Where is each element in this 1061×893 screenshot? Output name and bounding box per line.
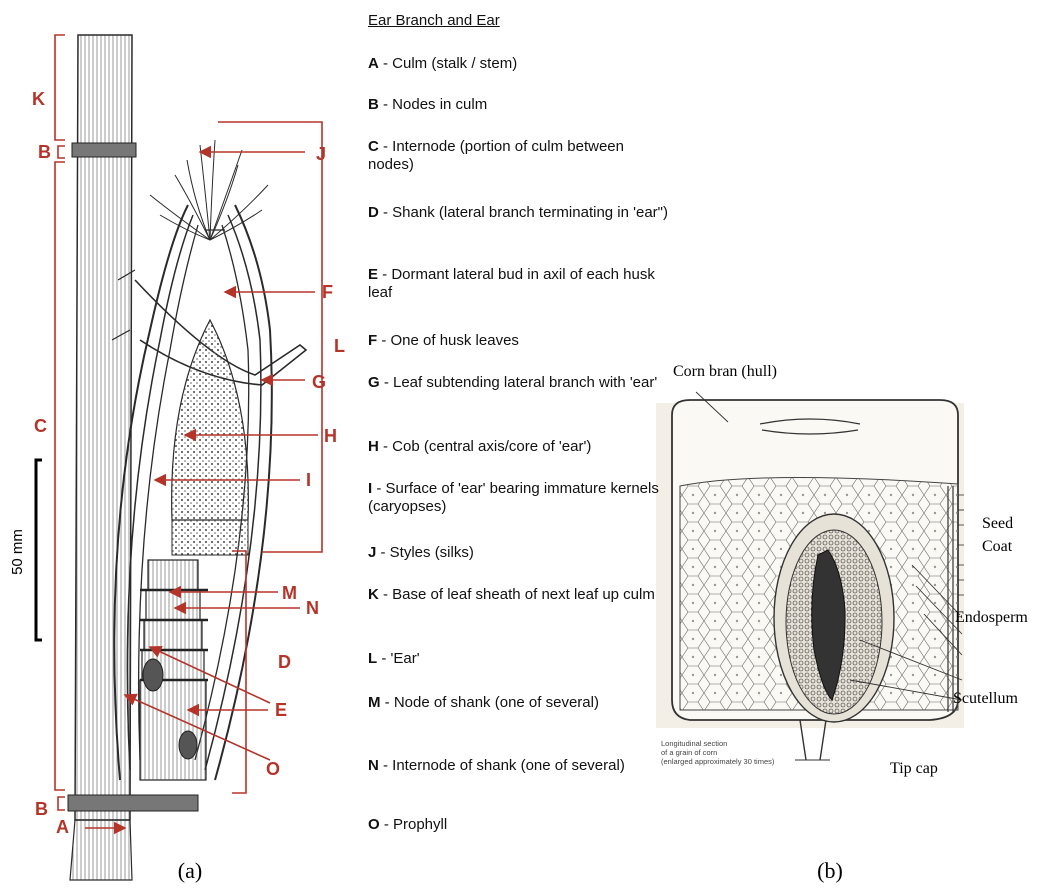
legend-key: C xyxy=(368,138,379,155)
legend-key: K xyxy=(368,586,379,603)
legend-text: - Styles (silks) xyxy=(376,544,474,561)
legend-item-L: L - 'Ear' xyxy=(368,650,668,668)
inset-caption-2: of a grain of corn xyxy=(661,748,717,757)
label-endosperm: Endosperm xyxy=(955,609,1028,626)
label-B-upper: B xyxy=(38,142,51,162)
cob xyxy=(172,320,249,520)
label-L: L xyxy=(334,336,345,356)
label-K: K xyxy=(32,89,45,109)
legend-text: - Internode (portion of culm between nod… xyxy=(368,138,624,173)
legend-item-G: G - Leaf subtending lateral branch with … xyxy=(368,374,668,392)
legend-key: M xyxy=(368,694,381,711)
legend-item-F: F - One of husk leaves xyxy=(368,332,668,350)
legend-key: E xyxy=(368,266,378,283)
legend-key: A xyxy=(368,55,379,72)
legend-item-I: I - Surface of 'ear' bearing immature ke… xyxy=(368,480,668,516)
inset-caption-3: (enlarged approximately 30 times) xyxy=(661,757,775,766)
legend-item-E: E - Dormant lateral bud in axil of each … xyxy=(368,266,668,302)
legend-item-H: H - Cob (central axis/core of 'ear') xyxy=(368,438,668,456)
dormant-bud-1 xyxy=(143,659,163,691)
label-O: O xyxy=(266,759,280,779)
legend-text: - Surface of 'ear' bearing immature kern… xyxy=(368,480,659,515)
label-G: G xyxy=(312,372,326,392)
legend-key: N xyxy=(368,757,379,774)
legend-key: B xyxy=(368,96,379,113)
silks xyxy=(150,140,268,240)
label-D: D xyxy=(278,652,291,672)
legend-key: G xyxy=(368,374,380,391)
label-C: C xyxy=(34,416,47,436)
legend-text: - Nodes in culm xyxy=(379,96,487,113)
dormant-bud-2 xyxy=(179,731,197,759)
scale-label: 50 mm xyxy=(9,529,26,575)
label-coat: Coat xyxy=(982,538,1013,555)
label-J: J xyxy=(316,144,326,164)
legend-item-D: D - Shank (lateral branch terminating in… xyxy=(368,204,668,222)
culm-node-upper xyxy=(72,143,136,157)
legend-text: - Culm (stalk / stem) xyxy=(379,55,517,72)
ear-branch-illustration: K B J F L G C H I M N D E O B A 50 mm (a… xyxy=(9,35,345,883)
inset-caption-1: Longitudinal section xyxy=(661,739,727,748)
label-N: N xyxy=(306,598,319,618)
legend-text: - Prophyll xyxy=(380,816,448,833)
legend-item-M: M - Node of shank (one of several) xyxy=(368,694,668,712)
legend-text: - Internode of shank (one of several) xyxy=(379,757,625,774)
legend-item-A: A - Culm (stalk / stem) xyxy=(368,55,668,73)
caption-a: (a) xyxy=(178,858,202,883)
scale-bar: 50 mm xyxy=(9,460,42,640)
legend-key: L xyxy=(368,650,377,667)
legend-item-K: K - Base of leaf sheath of next leaf up … xyxy=(368,586,668,604)
legend-title: Ear Branch and Ear xyxy=(368,12,500,29)
legend-key: H xyxy=(368,438,379,455)
label-corn-bran: Corn bran (hull) xyxy=(673,363,777,380)
legend-text: - One of husk leaves xyxy=(377,332,519,349)
legend-text: - Base of leaf sheath of next leaf up cu… xyxy=(379,586,655,603)
legend-text: - Cob (central axis/core of 'ear') xyxy=(379,438,591,455)
label-F: F xyxy=(322,282,333,302)
legend-text: - Dormant lateral bud in axil of each hu… xyxy=(368,266,655,301)
legend-text: - 'Ear' xyxy=(377,650,419,667)
legend-item-O: O - Prophyll xyxy=(368,816,668,834)
label-scutellum: Scutellum xyxy=(953,690,1018,707)
legend-item-B: B - Nodes in culm xyxy=(368,96,668,114)
label-E: E xyxy=(275,700,287,720)
label-B-lower: B xyxy=(35,799,48,819)
label-tip-cap: Tip cap xyxy=(890,760,938,777)
culm-node-lower xyxy=(68,795,198,811)
legend-key: O xyxy=(368,816,380,833)
legend-key: D xyxy=(368,204,379,221)
caption-b: (b) xyxy=(817,858,843,883)
label-seed: Seed xyxy=(982,515,1013,532)
label-M: M xyxy=(282,583,297,603)
legend-key: F xyxy=(368,332,377,349)
legend-text: - Node of shank (one of several) xyxy=(381,694,599,711)
legend-item-C: C - Internode (portion of culm between n… xyxy=(368,138,668,174)
legend-item-J: J - Styles (silks) xyxy=(368,544,668,562)
grain-section: Longitudinal section of a grain of corn … xyxy=(656,363,1028,883)
label-A: A xyxy=(56,817,69,837)
legend-text: - Leaf subtending lateral branch with 'e… xyxy=(380,374,658,391)
label-I: I xyxy=(306,470,311,490)
label-H: H xyxy=(324,426,337,446)
legend-item-N: N - Internode of shank (one of several) xyxy=(368,757,668,775)
legend-text: - Shank (lateral branch terminating in '… xyxy=(379,204,668,221)
